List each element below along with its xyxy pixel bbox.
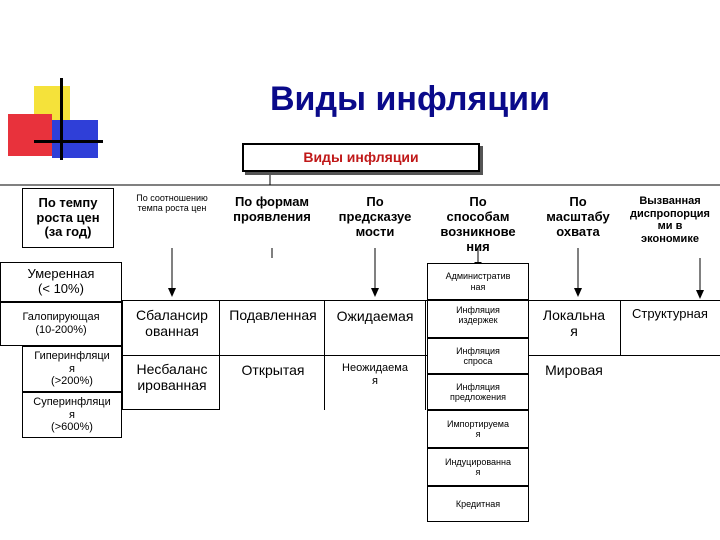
root-box: Виды инфляции	[242, 143, 480, 172]
expectation-item-unexpected: Неожидаема я	[342, 362, 408, 387]
category-by-ratio: По соотношению темпа роста цен	[136, 193, 208, 214]
origin-item-administrative: Административ ная	[427, 263, 529, 300]
expectation-arrowhead	[371, 288, 379, 297]
expectation-column-frame	[324, 300, 426, 410]
rate-item-moderate: Умеренная (< 10%)	[0, 262, 122, 302]
deco-red-square	[8, 114, 52, 156]
ratio-column-frame	[122, 300, 220, 410]
category-by-expectation: По предсказуе мости	[338, 194, 412, 239]
origin-item-demand: Инфляция спроса	[427, 338, 529, 374]
form-item-suppressed: Подавленная	[229, 307, 317, 323]
category-by-disproportion: Вызванная диспропорция ми в экономике	[630, 195, 710, 245]
category-by-scale: По масштабу охвата	[546, 194, 610, 239]
ratio-arrowhead	[168, 288, 176, 297]
ratio-item-balanced: Сбалансир ованная	[136, 307, 208, 340]
category-by-form: По формам проявления	[233, 194, 311, 224]
origin-item-induced: Индуцированна я	[427, 448, 529, 486]
ratio-item-unbalanced: Несбаланс ированная	[136, 361, 208, 394]
scale-column-divider	[620, 300, 621, 355]
category-by-rate: По темпу роста цен (за год)	[22, 188, 114, 248]
row-frame-bottom	[122, 355, 720, 356]
slide-title: Виды инфляции	[269, 80, 550, 118]
deco-vertical-line	[60, 78, 63, 160]
category-by-origin: По способам возникнове ния	[440, 194, 516, 254]
scale-item-local: Локальна я	[542, 307, 606, 340]
deco-horizontal-line	[34, 140, 103, 143]
origin-item-cost: Инфляция издержек	[427, 300, 529, 338]
row-frame-top	[122, 300, 720, 301]
rate-item-hyper: Гиперинфляци я (>200%)	[22, 346, 122, 392]
expectation-item-expected: Ожидаемая	[336, 308, 414, 324]
root-label: Виды инфляции	[303, 149, 419, 166]
origin-item-supply: Инфляция предложения	[427, 374, 529, 410]
scale-arrowhead	[574, 288, 582, 297]
scale-item-global: Мировая	[545, 362, 603, 378]
rate-item-galloping: Галопирующая (10-200%)	[0, 302, 122, 346]
deco-blue-square	[52, 120, 98, 158]
form-item-open: Открытая	[241, 362, 305, 378]
disproportion-arrowhead	[696, 290, 704, 299]
origin-item-imported: Импортируема я	[427, 410, 529, 448]
decorative-logo	[8, 78, 103, 160]
origin-item-credit: Кредитная	[427, 486, 529, 522]
disproportion-item-structural: Структурная	[632, 306, 708, 321]
rate-item-super: Суперинфляци я (>600%)	[22, 392, 122, 438]
